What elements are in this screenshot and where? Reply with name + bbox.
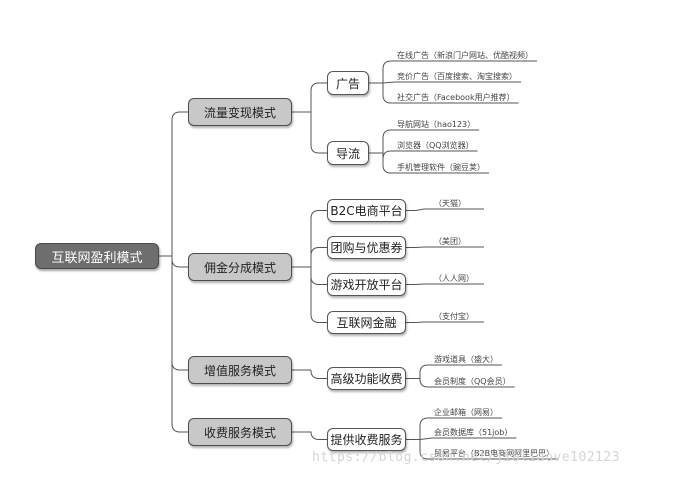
leaf-text: （支付宝） xyxy=(434,312,474,321)
root-node[interactable]: 互联网盈利模式 xyxy=(35,243,159,269)
leaf-text: 会员数据库（51job） xyxy=(434,428,513,437)
leaf-text: 企业邮箱（网易） xyxy=(434,408,498,417)
leaf-connector-3-1-branch-0 xyxy=(419,364,432,379)
branch-node-3[interactable]: 增值服务模式 xyxy=(188,356,292,384)
leaf-text: （天猫） xyxy=(434,199,466,208)
sub-node-3-1[interactable]: 高级功能收费 xyxy=(327,367,406,390)
leaf-connector-1-2-branch-2 xyxy=(382,153,395,174)
sub-node-1-1[interactable]: 广告 xyxy=(327,71,369,95)
leaf-connector-1-1-branch-0 xyxy=(382,60,395,83)
leaf-text: 贸易平台（B2B电商网阿里巴巴） xyxy=(434,449,555,458)
leaf-text: 竞价广告（百度搜索、淘宝搜索） xyxy=(397,72,517,81)
branch-1-connector-branch-0 xyxy=(310,82,327,112)
root-connector-branch-0 xyxy=(171,111,188,256)
sub-node-2-4[interactable]: 互联网金融 xyxy=(327,311,406,334)
leaf-connector-1-1-branch-1 xyxy=(382,81,396,84)
leaf-connector-3-1-branch-1 xyxy=(419,378,432,388)
leaf-text: 手机管理软件（豌豆荚） xyxy=(397,163,485,172)
root-connector-branch-1 xyxy=(171,256,188,268)
sub-node-2-2[interactable]: 团购与优惠券 xyxy=(327,236,406,259)
leaf-text: 在线广告（新浪门户网站、优酷视频） xyxy=(397,51,533,60)
branch-node-2[interactable]: 佣金分成模式 xyxy=(188,253,292,281)
leaf-connector-1-2-branch-1 xyxy=(382,150,395,160)
leaf-connector-1-1-branch-2 xyxy=(382,83,395,104)
leaf-text: （美团） xyxy=(434,237,466,246)
leaf-text: 浏览器（QQ浏览器） xyxy=(397,141,474,150)
sub-node-1-2[interactable]: 导流 xyxy=(327,141,369,165)
leaf-connector-4-1-branch-0 xyxy=(419,417,432,440)
sub-node-2-3[interactable]: 游戏开放平台 xyxy=(327,273,406,296)
branch-2-connector-branch-2 xyxy=(310,267,327,285)
branch-3-connector-branch-0 xyxy=(310,370,327,379)
leaf-connector-1-2-branch-0 xyxy=(382,129,395,153)
branch-2-connector-branch-0 xyxy=(310,210,327,267)
leaf-connector-4-1-branch-2 xyxy=(419,439,432,460)
branch-4-connector-branch-0 xyxy=(310,431,327,440)
branch-2-connector-branch-1 xyxy=(310,247,327,267)
leaf-text: 导航网站（hao123） xyxy=(397,120,476,129)
sub-node-4-1[interactable]: 提供收费服务 xyxy=(327,428,406,451)
watermark-url: https://blog.csdn.net/jialiaove102123 xyxy=(312,450,621,465)
leaf-text: （人人网） xyxy=(434,274,474,283)
leaf-text: 游戏道具（盛大） xyxy=(434,355,498,364)
leaf-text: 社交广告（Facebook用户推荐） xyxy=(397,93,515,102)
branch-1-connector-branch-1 xyxy=(310,112,327,154)
root-connector-branch-2 xyxy=(171,256,188,371)
branch-2-connector-branch-3 xyxy=(310,267,327,323)
sub-node-2-1[interactable]: B2C电商平台 xyxy=(327,199,406,222)
leaf-text: 会员制度（QQ会员） xyxy=(434,377,511,386)
leaf-connector-4-1-branch-1 xyxy=(419,437,433,440)
branch-node-1[interactable]: 流量变现模式 xyxy=(188,98,292,126)
root-connector-branch-3 xyxy=(171,256,188,433)
branch-node-4[interactable]: 收费服务模式 xyxy=(188,418,292,446)
